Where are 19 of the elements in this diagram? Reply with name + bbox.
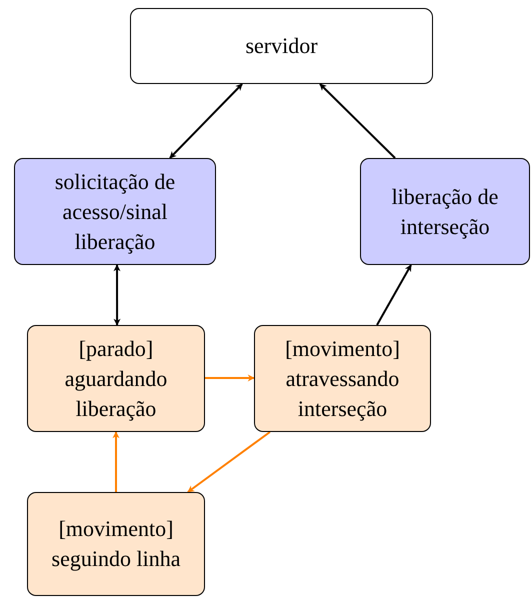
node-label: solicitação de acesso/sinal liberação [54,168,176,256]
state-box [14,158,216,265]
arrow [114,264,121,326]
node-label: [movimento] seguindo linha [50,515,182,573]
state-box [130,8,433,84]
node-label: [movimento] atravessando interseção [284,334,401,423]
arrow [169,83,243,159]
node-label: liberação de interseção [390,182,500,241]
arrow [112,431,120,492]
arrow [205,374,255,382]
node-label: [parado] aguardando liberação [64,334,168,423]
state-box [27,325,205,432]
node-label: servidor [245,32,318,60]
state-box [27,492,205,596]
state-box [360,158,530,265]
state-box [254,325,431,432]
arrow [187,431,271,493]
arrow [376,264,412,326]
arrow [319,83,396,159]
